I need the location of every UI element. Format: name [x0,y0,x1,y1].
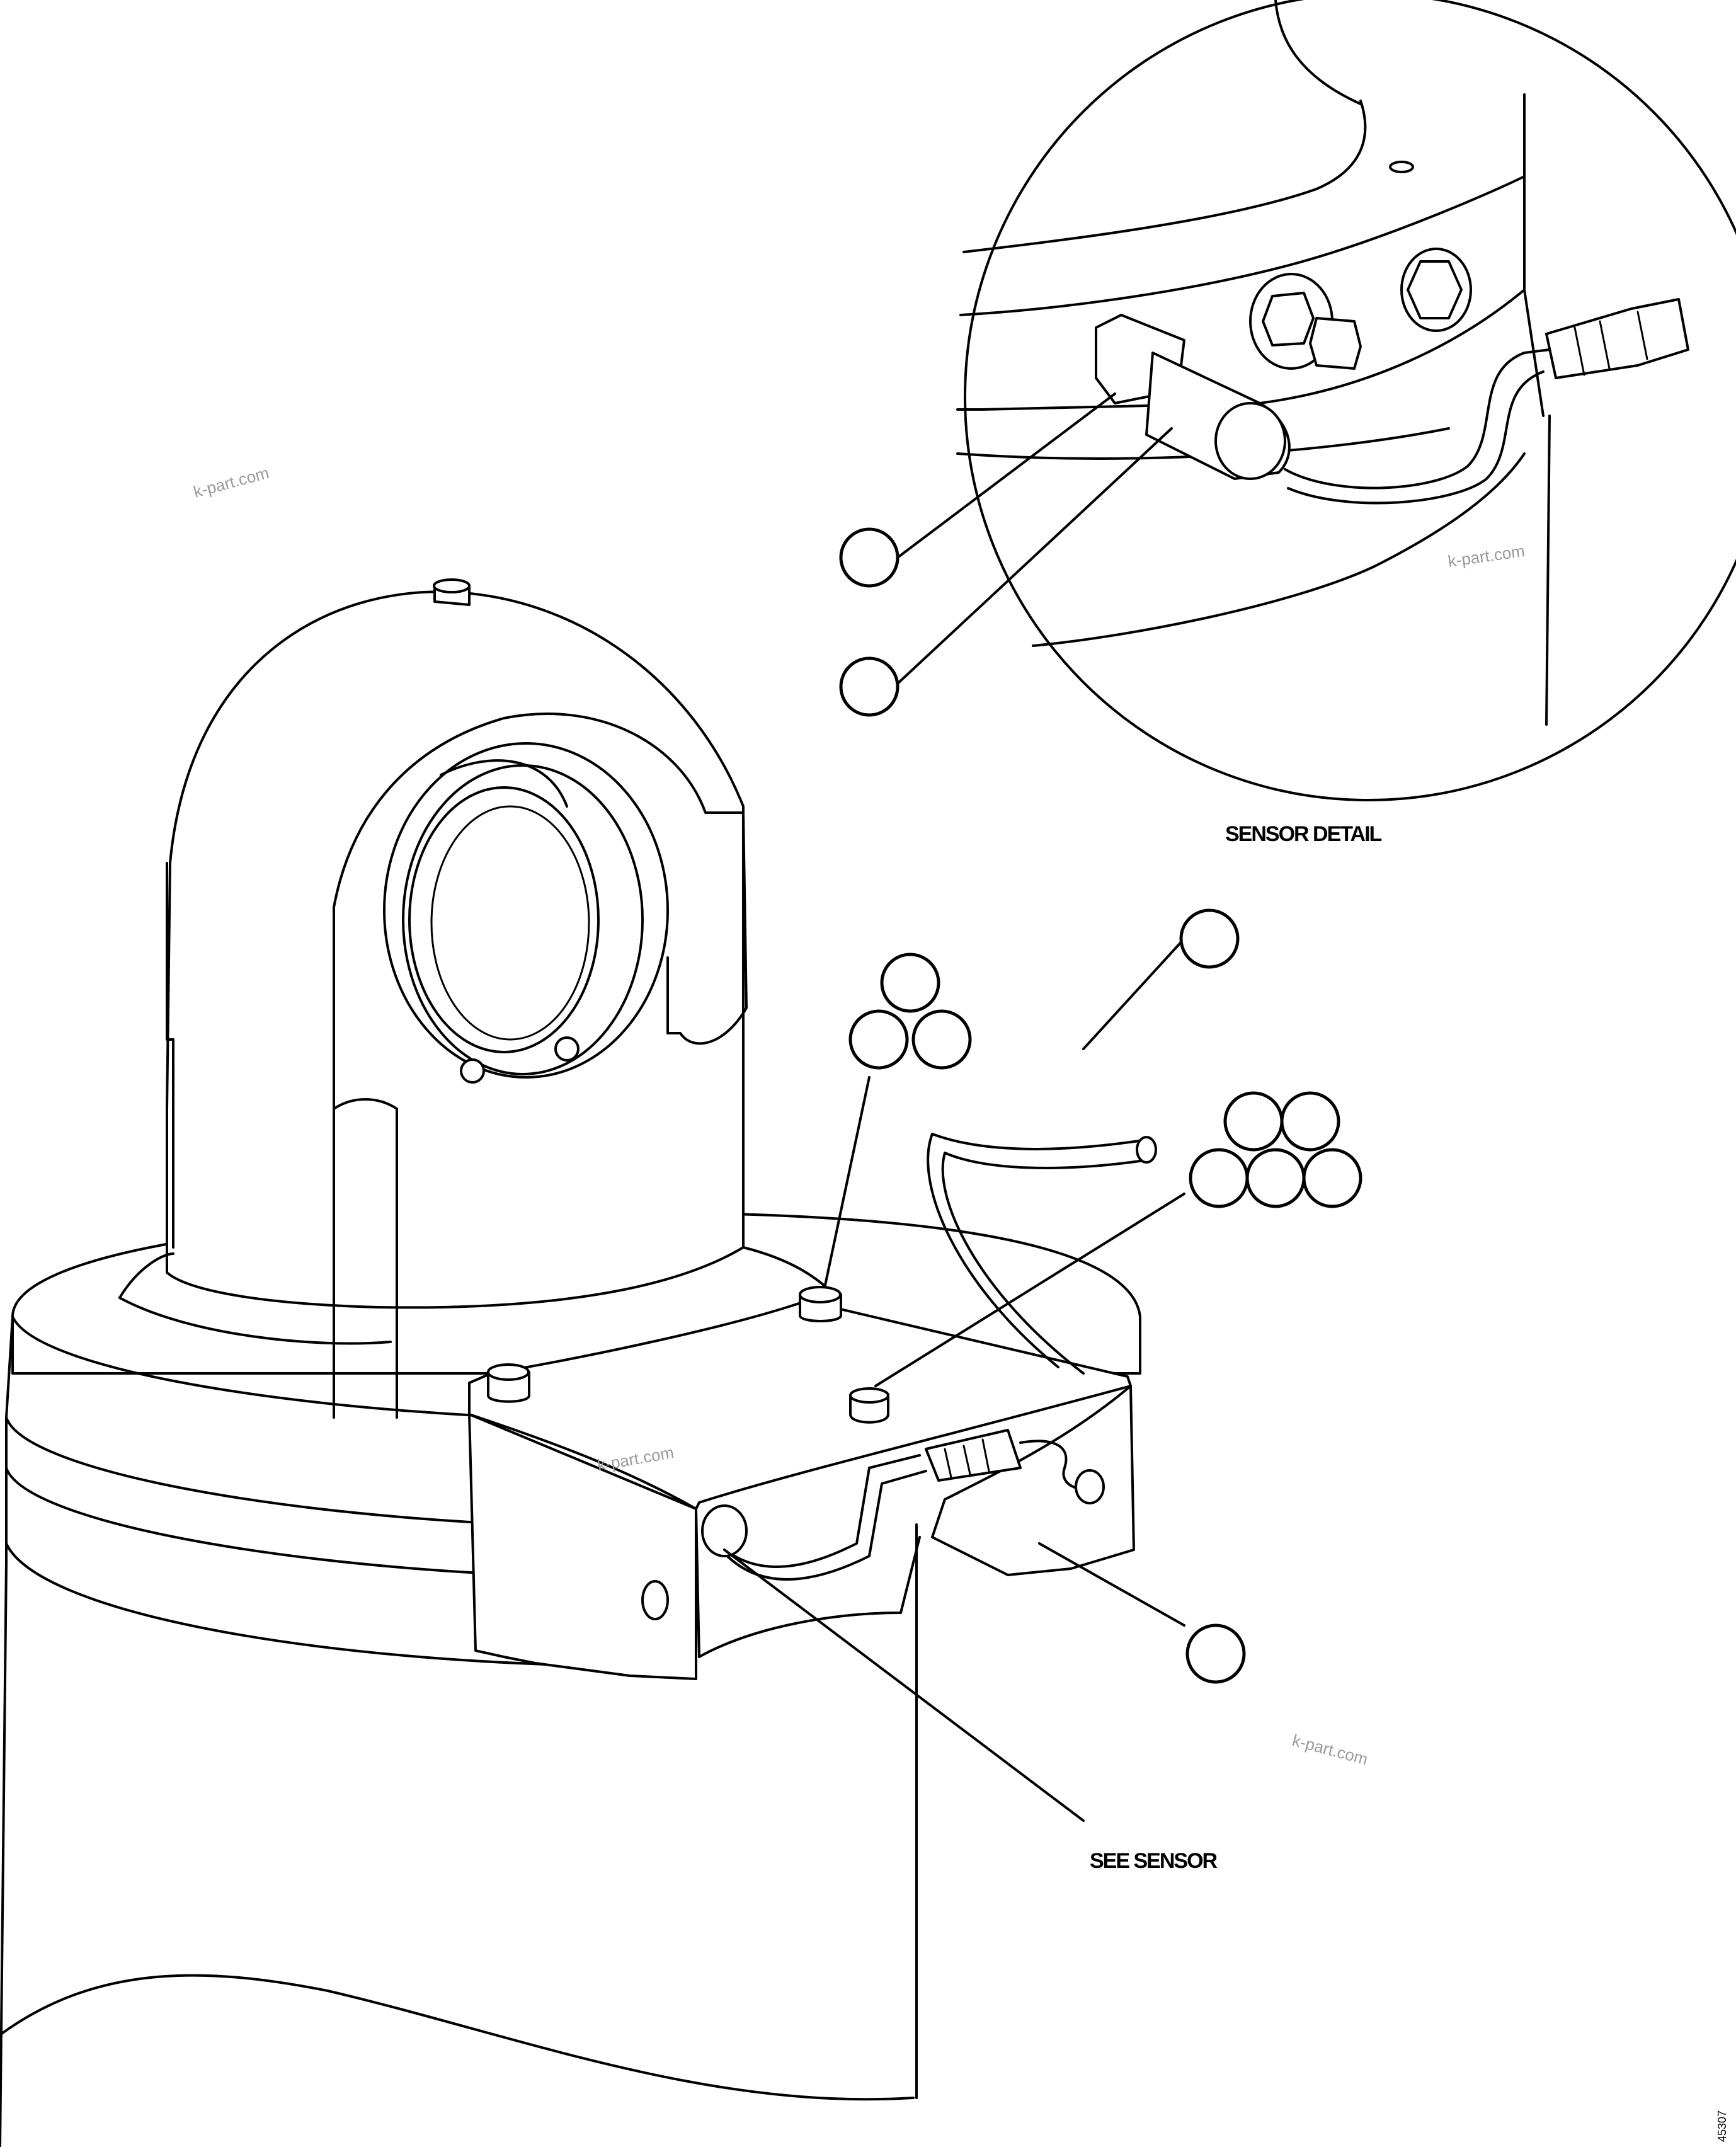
callout-balloon [1223,1091,1284,1152]
callout-balloon [848,1009,909,1070]
callout-balloon [1245,1148,1306,1208]
callout-balloon [911,1009,972,1070]
sensor-detail-view [956,0,1736,801]
watermark: k-part.com [1290,1731,1369,1769]
callout-balloon [839,656,899,717]
watermark: k-part.com [191,463,271,501]
drawing-code: 45307 [1716,2110,1728,2142]
sensor-detail-label: SENSOR DETAIL [1225,822,1382,846]
callout-balloon [1302,1148,1362,1208]
callout-balloon [1189,1148,1249,1208]
callout-balloon [880,953,940,1013]
callout-balloons [839,527,1362,1684]
see-sensor-label: SEE SENSOR [1090,1849,1218,1873]
rod-eye-clevis [118,578,839,1419]
callout-balloon [839,527,899,588]
callout-balloon [1179,908,1240,969]
callout-balloon [1280,1091,1340,1152]
sensor-bracket [468,1133,1157,1680]
callout-balloon [1185,1623,1246,1684]
callout-leaders [723,392,1185,1822]
watermark: k-part.com [1447,541,1526,571]
